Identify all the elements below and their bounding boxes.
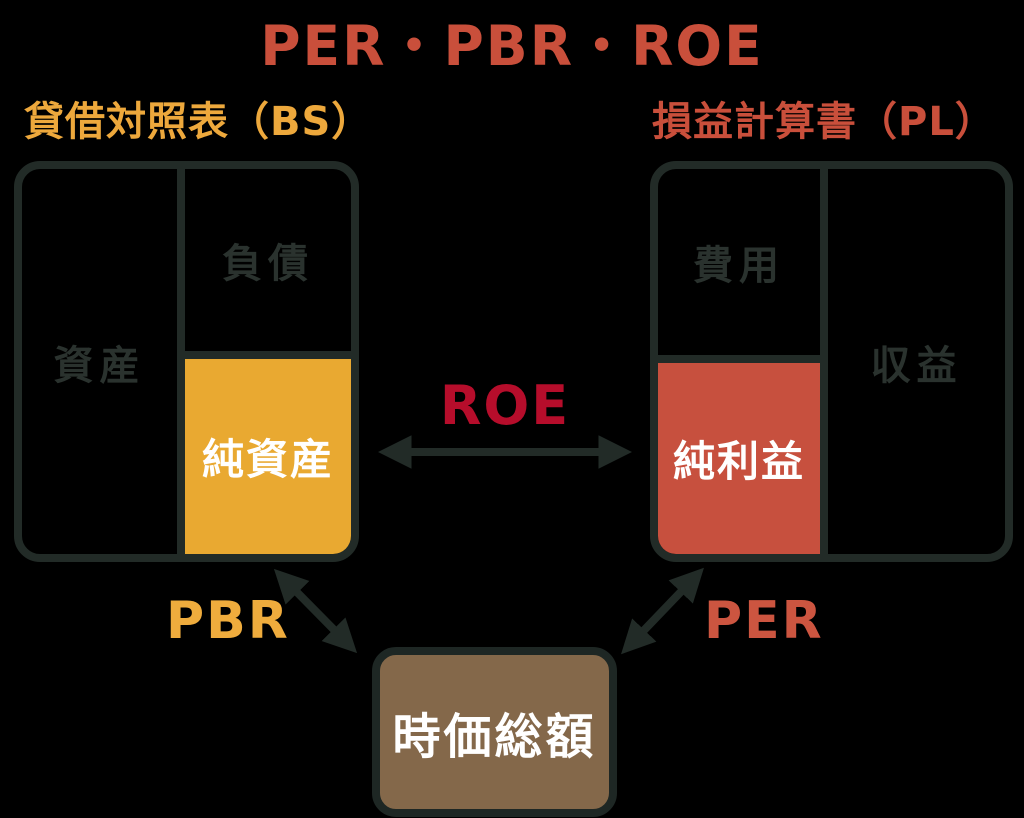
liabilities-section: 負債	[185, 169, 351, 351]
liabilities-label: 負債	[222, 241, 314, 287]
pl-left-column: 費用 純利益	[658, 169, 828, 554]
expenses-section: 費用	[658, 169, 820, 355]
page-title: PER・PBR・ROE	[260, 14, 764, 78]
balance-sheet-heading: 貸借対照表（BS）	[24, 99, 373, 145]
balance-sheet-box: 資産 負債 純資産	[14, 161, 359, 562]
market-cap-box: 時価総額	[372, 647, 617, 817]
net-assets-label: 純資産	[201, 435, 334, 484]
assets-section: 資産	[22, 169, 185, 554]
market-cap-label: 時価総額	[392, 709, 597, 765]
net-income-section: 純利益	[658, 355, 820, 554]
profit-loss-box: 費用 純利益 収益	[650, 161, 1013, 562]
assets-label: 資産	[53, 342, 146, 389]
per-arrow	[621, 567, 704, 655]
revenue-label: 収益	[870, 342, 963, 389]
pbr-arrow	[273, 568, 358, 654]
revenue-section: 収益	[828, 169, 1005, 554]
bs-right-column: 負債 純資産	[185, 169, 351, 554]
net-assets-section: 純資産	[185, 351, 351, 554]
roe-label: ROE	[439, 374, 571, 437]
expenses-label: 費用	[693, 243, 785, 289]
profit-loss-heading: 損益計算書（PL）	[652, 99, 996, 145]
net-income-label: 純利益	[672, 437, 805, 486]
pbr-label: PBR	[166, 591, 290, 651]
per-label: PER	[704, 591, 824, 651]
